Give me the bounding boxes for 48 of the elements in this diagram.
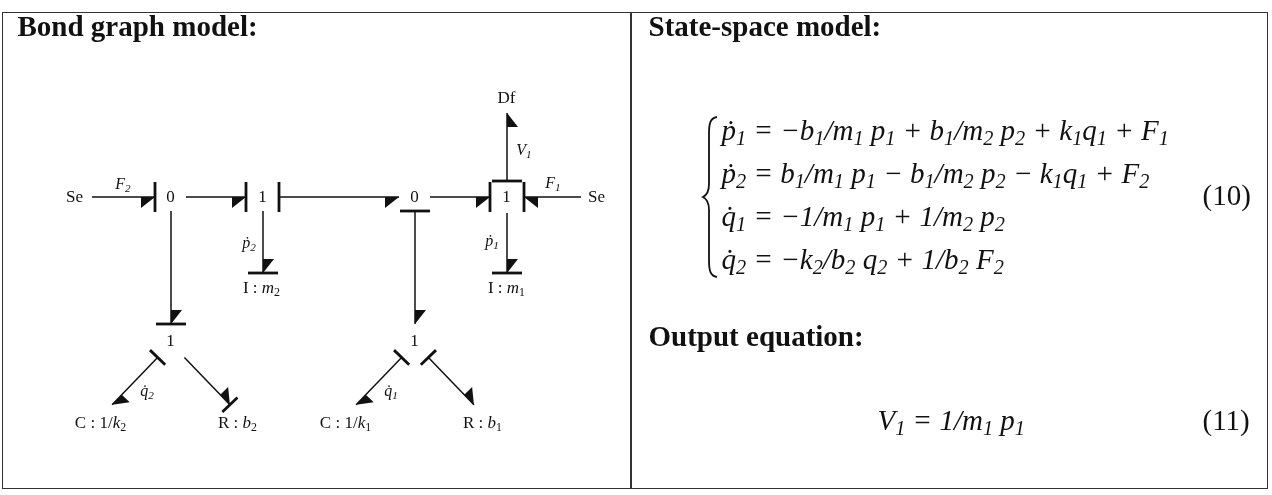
bond-arrow	[490, 212, 524, 275]
bond-label: q̇$_{2}$	[140, 383, 154, 399]
detector-label: Df	[492, 85, 521, 110]
junction-label: 1	[401, 326, 428, 355]
bond-label: F$_{1}$	[545, 175, 561, 191]
equation-number: (11)	[1202, 402, 1250, 437]
bond-arrow	[183, 356, 239, 414]
equation: ṗ$_{2}$ = b$_{1}$/m$_{1}$ p$_{1}$ − b$_{1}$/m$_{2}$ p$_{2}$ − k$_{1}$q$_{1}$ + F$_{2}$	[721, 155, 1150, 190]
bond-arrow	[246, 210, 280, 275]
bond-arrow	[277, 180, 400, 214]
bond-label: V$_{1}$	[516, 142, 532, 158]
junction-label: 1	[492, 182, 521, 211]
element-label: R : b$_{1}$	[459, 409, 506, 436]
bond-arrow	[111, 348, 167, 406]
diagram-panel	[2, 12, 632, 489]
bond-label: F$_{2}$	[115, 176, 131, 192]
junction-label: 0	[401, 184, 428, 209]
bond-arrow	[490, 112, 524, 183]
junction-label: 0	[157, 184, 184, 209]
junction-label: 1	[157, 326, 184, 355]
bond-arrow	[185, 180, 248, 214]
equation: V$_{1}$ = 1/m$_{1}$ p$_{1}$	[877, 402, 1025, 437]
panel-heading: Bond graph model:	[17, 8, 258, 43]
panel-heading: Output equation:	[648, 318, 864, 353]
equation: q̇$_{1}$ = −1/m$_{1}$ p$_{1}$ + 1/m$_{2}$ p$_{2}$	[721, 198, 1005, 233]
bond-label: ṗ$_{1}$	[485, 233, 499, 249]
element-label: I : m$_{2}$	[238, 275, 285, 300]
element-label: C : 1/k$_{1}$	[314, 409, 377, 436]
bond-label: q̇$_{1}$	[384, 383, 398, 399]
bond-arrow	[154, 210, 188, 326]
equation: q̇$_{2}$ = −k$_{2}$/b$_{2}$ q$_{2}$ + 1/b$_{2}$ F$_{2}$	[721, 241, 1004, 276]
element-label: C : 1/k$_{2}$	[69, 409, 132, 436]
equation-number: (10)	[1202, 177, 1251, 212]
junction-label: 1	[248, 184, 277, 209]
equation-panel	[630, 12, 1268, 489]
source-label: Se	[59, 184, 90, 209]
bond-arrow	[398, 209, 432, 325]
bond-arrow	[429, 180, 492, 214]
source-label: Se	[582, 184, 611, 209]
panel-heading: State-space model:	[648, 8, 882, 43]
element-label: R : b$_{2}$	[214, 409, 261, 436]
bond-arrow	[522, 180, 582, 214]
element-label: I : m$_{1}$	[483, 275, 530, 300]
equation: ṗ$_{1}$ = −b$_{1}$/m$_{1}$ p$_{1}$ + b$_{1}$/m$_{2}$ p$_{2}$ + k$_{1}$q$_{1}$ + F$_{1}$	[721, 112, 1169, 147]
bond-label: ṗ$_{2}$	[242, 235, 256, 251]
bond-arrow	[355, 348, 411, 406]
bond-arrow	[91, 180, 157, 214]
bond-arrow	[419, 348, 475, 406]
